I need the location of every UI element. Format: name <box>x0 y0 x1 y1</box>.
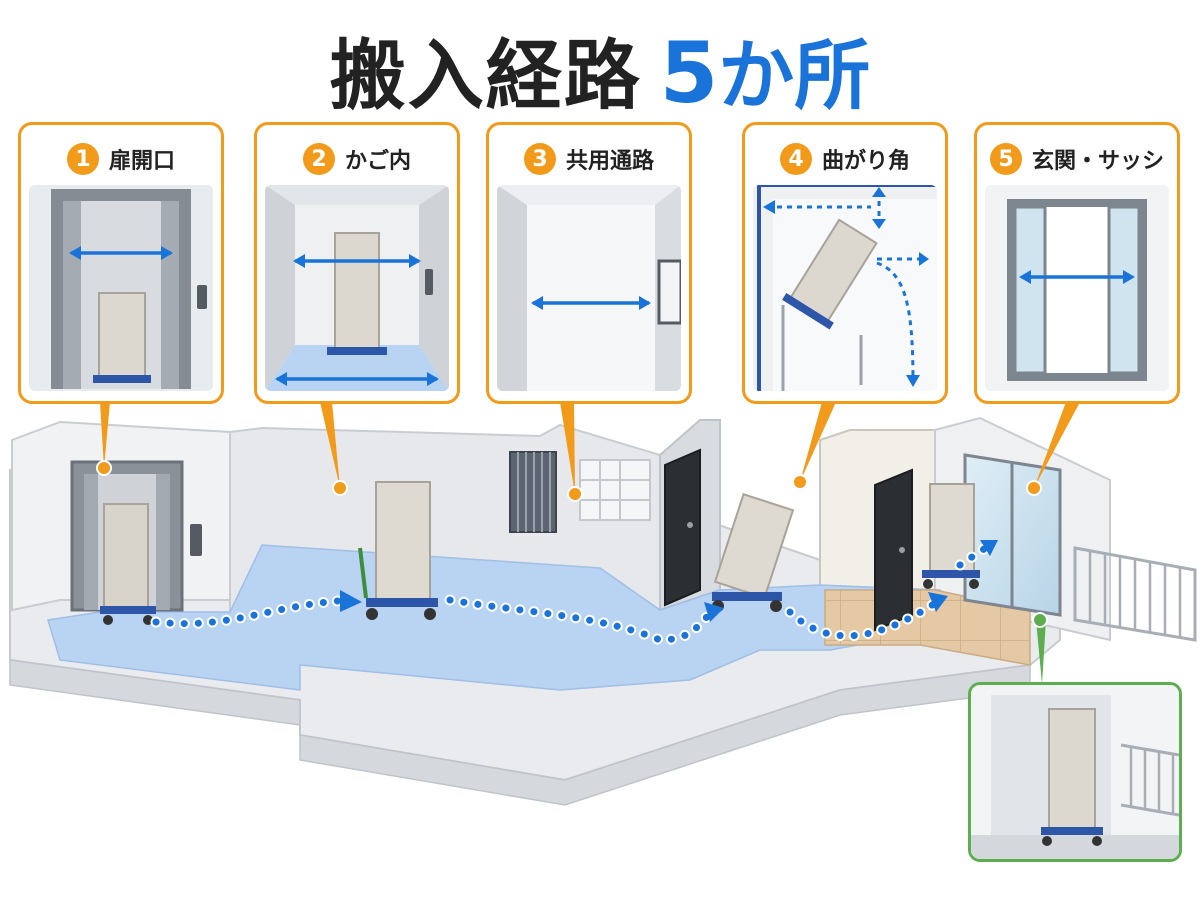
corner-illustration <box>753 185 937 391</box>
checkpoint-card-header: 5 玄関・サッシ <box>977 139 1177 179</box>
checkpoint-label: かご内 <box>344 149 411 174</box>
checkpoint-number-badge: 1 <box>66 143 99 175</box>
title-accent-number: 5 <box>659 24 719 122</box>
callout-connectors <box>96 402 1080 684</box>
checkpoint-illustration-common-corridor <box>497 185 681 391</box>
balcony-railing <box>1073 546 1197 642</box>
checkpoint-number-badge: 5 <box>989 143 1022 175</box>
appliance-cart-1 <box>100 503 156 625</box>
elevator-door-illustration <box>29 185 213 391</box>
checkpoint-label: 玄関・サッシ <box>1031 149 1164 174</box>
checkpoint-card-header: 4 曲がり角 <box>745 139 945 179</box>
sash-window <box>963 453 1062 617</box>
corridor-illustration <box>497 185 681 391</box>
checkpoint-card-header: 2 かご内 <box>257 139 457 179</box>
title-main: 搬入経路 <box>329 31 642 120</box>
appliance-cart-2 <box>358 481 438 620</box>
corridor-window <box>509 451 651 533</box>
title-accent: 5か所 <box>660 24 871 122</box>
checkpoint-label: 扉開口 <box>108 149 175 174</box>
checkpoint-number-badge: 4 <box>779 143 812 175</box>
checkpoint-card-corner: 4 曲がり角 <box>742 122 948 404</box>
appliance-cart-3 <box>712 492 795 612</box>
checkpoint-card-entrance-sash: 5 玄関・サッシ <box>974 122 1180 404</box>
balcony-inset <box>968 682 1182 862</box>
checkpoint-card-header: 1 扉開口 <box>21 139 221 179</box>
checkpoint-card-common-corridor: 3 共用通路 <box>486 122 692 404</box>
appliance-cart-4 <box>922 483 980 589</box>
checkpoint-illustration-inside-car <box>265 185 449 391</box>
checkpoint-illustration-corner <box>753 185 937 391</box>
checkpoint-illustration-door-opening <box>29 185 213 391</box>
entrance-door <box>874 468 913 632</box>
apartment-door <box>664 448 701 607</box>
checkpoint-card-inside-car: 2 かご内 <box>254 122 460 404</box>
title-accent-suffix: か所 <box>718 31 871 120</box>
checkpoint-label: 共用通路 <box>565 149 654 174</box>
checkpoint-label: 曲がり角 <box>821 149 910 174</box>
checkpoint-number-badge: 3 <box>523 143 556 175</box>
sash-illustration <box>985 185 1169 391</box>
route-path <box>150 539 998 646</box>
checkpoint-card-header: 3 共用通路 <box>489 139 689 179</box>
checkpoint-illustration-entrance-sash <box>985 185 1169 391</box>
balcony-inset-illustration <box>971 685 1179 859</box>
elevator-car-illustration <box>265 185 449 391</box>
checkpoint-number-badge: 2 <box>302 143 335 175</box>
checkpoint-card-door-opening: 1 扉開口 <box>18 122 224 404</box>
